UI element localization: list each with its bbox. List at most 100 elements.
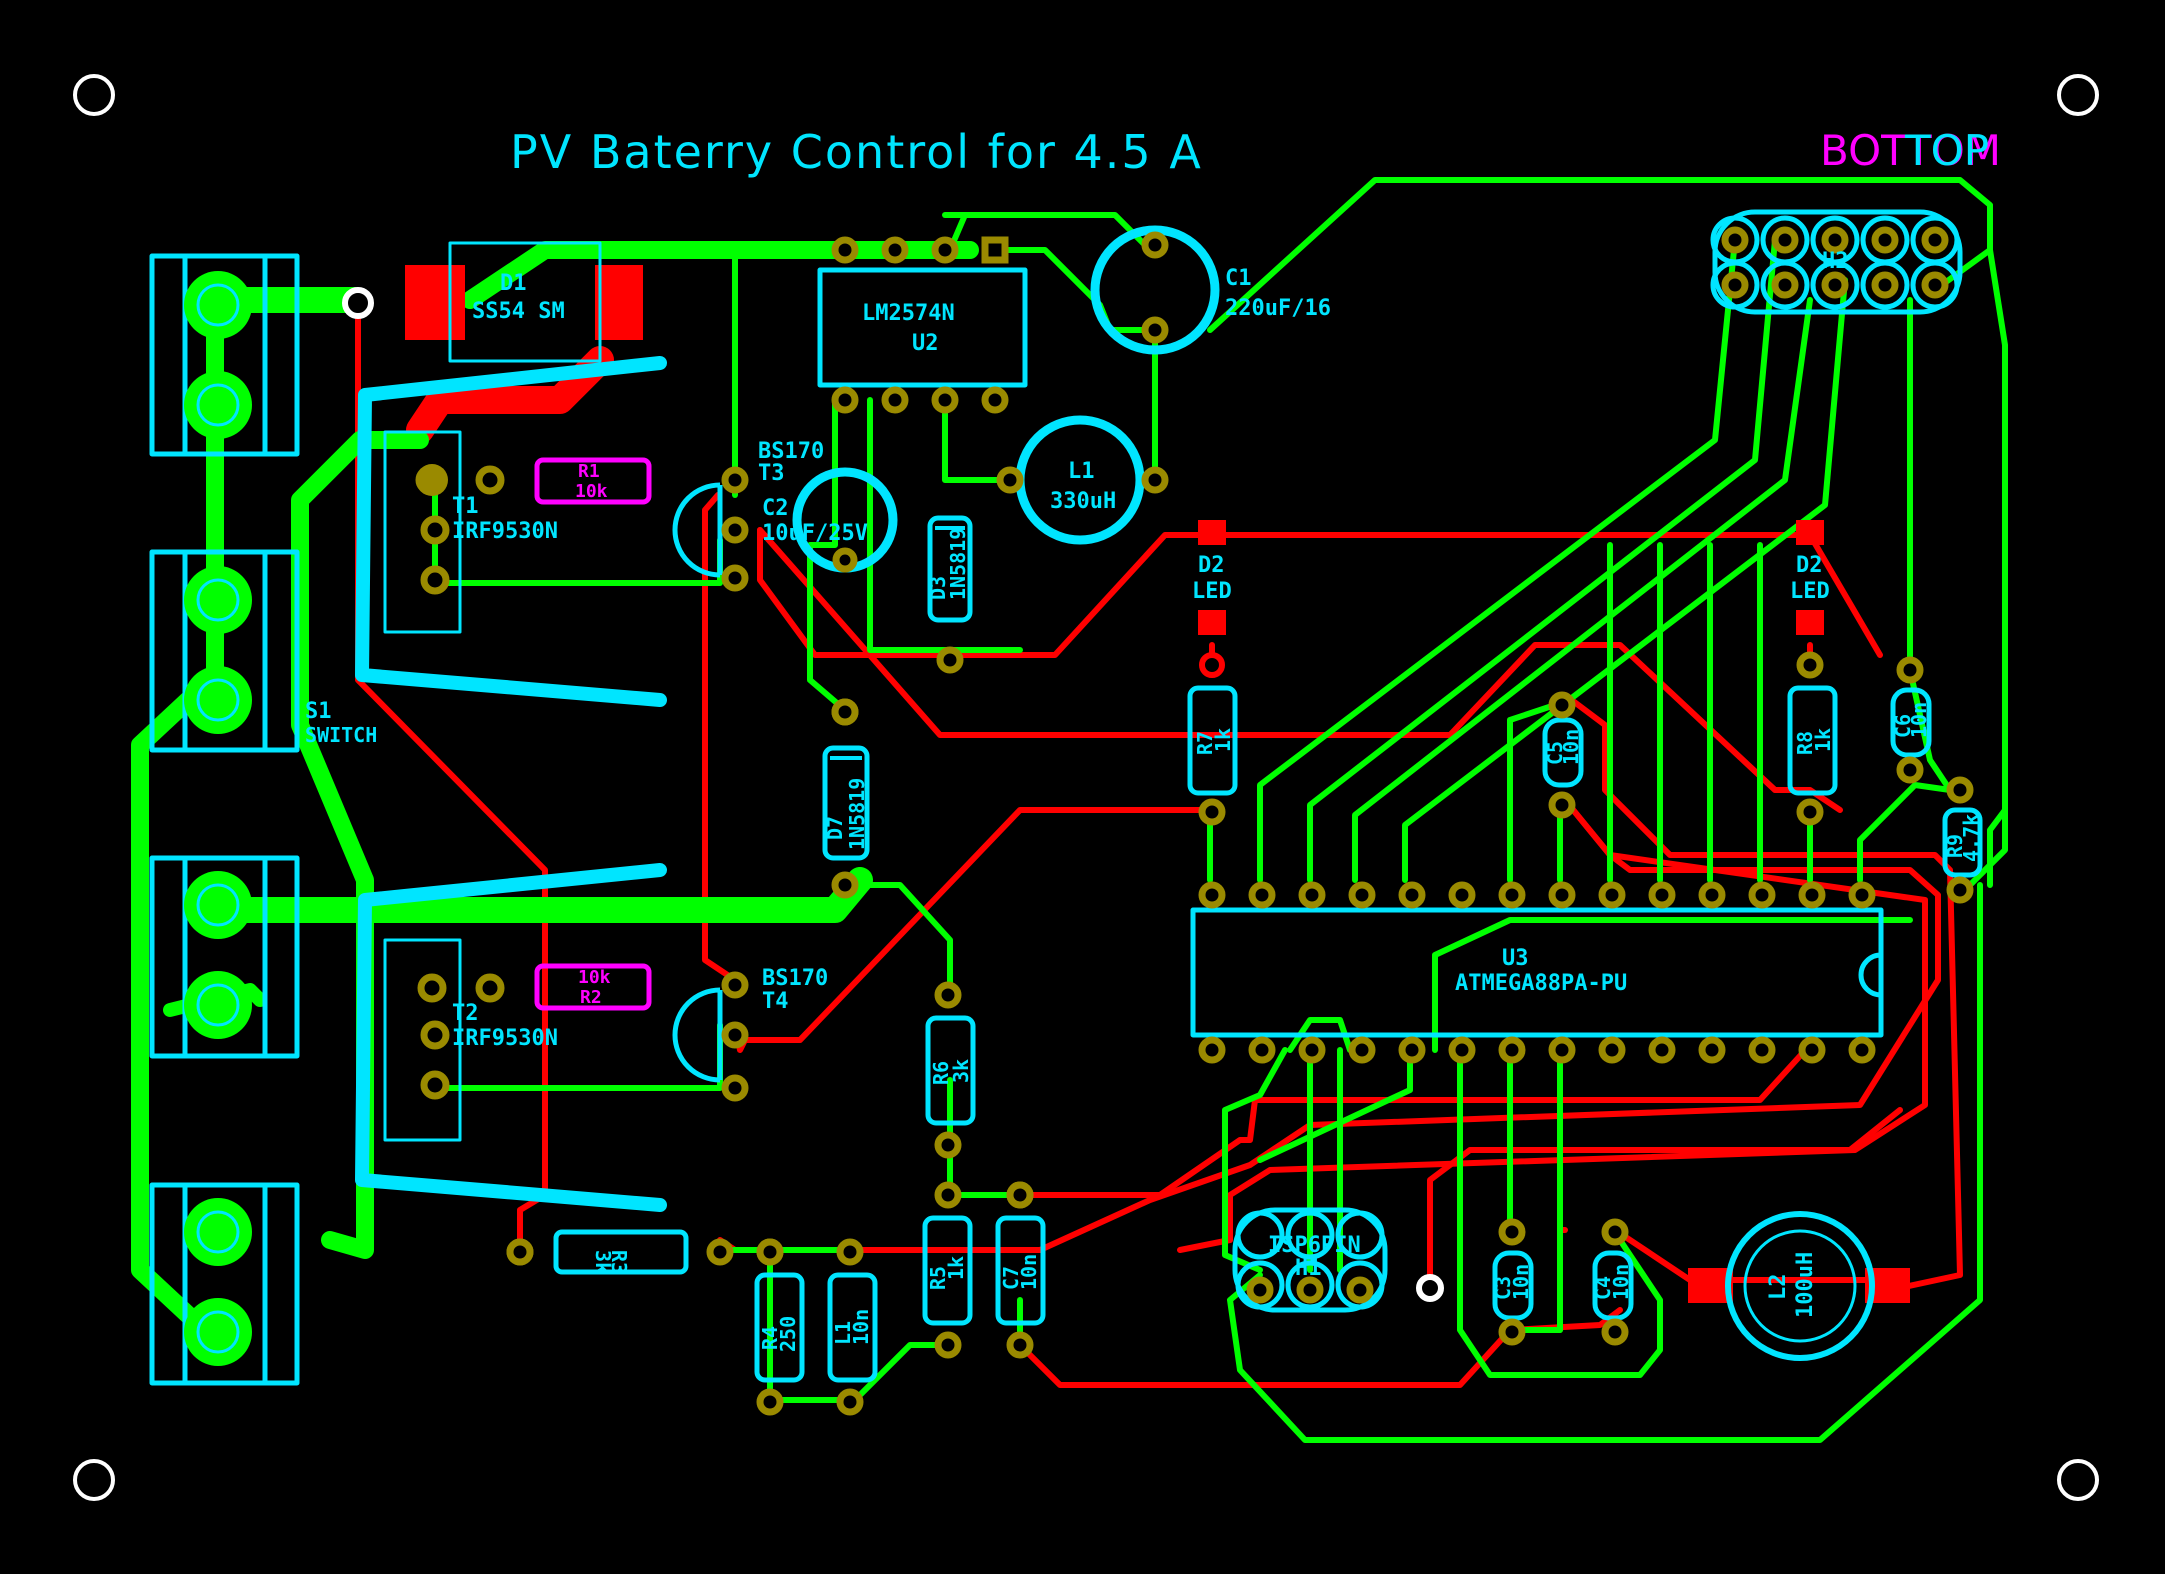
s1-ref: S1	[305, 699, 332, 724]
r1-value: 10k	[575, 481, 608, 502]
resistor-r3: R3 3k	[506, 1229, 734, 1275]
c7-ref: C7	[999, 1266, 1023, 1290]
mounting-hole-top-left	[73, 74, 115, 116]
resistor-r9: R9 4.7k	[1942, 776, 1983, 904]
c5-value: 10n	[1559, 729, 1583, 765]
h1-value: ISP6PIN	[1268, 1233, 1361, 1258]
r3-value: 3k	[591, 1250, 615, 1274]
terminal-block-4	[149, 1182, 300, 1386]
transistor-t3: BS170 T3	[672, 439, 824, 592]
led-d2-left: D2 LED	[1192, 520, 1232, 678]
microcontroller-u3: U3 ATMEGA88PA-PU	[1190, 881, 1884, 1064]
via-d1	[342, 287, 374, 319]
resistor-r7: R7 1k	[1187, 685, 1238, 826]
top-copper-traces	[131, 177, 2008, 1443]
c4-value: 10n	[1609, 1264, 1633, 1300]
capacitor-c5: C5 10n	[1542, 691, 1584, 819]
d2b-value: LED	[1790, 579, 1830, 604]
c7-value: 10n	[1017, 1254, 1041, 1290]
terminal-pads	[184, 271, 252, 1366]
diode-d7: D7 1N5819	[822, 698, 870, 899]
t4-ref: T4	[762, 989, 789, 1014]
c3-ref: C3	[1491, 1276, 1515, 1300]
mounting-hole-top-right	[2057, 74, 2099, 116]
h2-ref: H2	[1822, 249, 1849, 274]
d1-ref: D1	[500, 271, 527, 296]
t3-ref: T3	[758, 461, 785, 486]
mosfet-t2: T2 IRF9530N	[383, 938, 558, 1142]
capacitor-c2: C2 10uF/25V	[762, 467, 898, 573]
c6-ref: C6	[1891, 714, 1915, 738]
t1-ref: T1	[452, 494, 479, 519]
terminal-block-1	[149, 253, 300, 457]
d2a-ref: D2	[1198, 553, 1225, 578]
s1-value: SWITCH	[305, 723, 377, 747]
c2-value: 10uF/25V	[762, 521, 868, 546]
resistor-r5: R5 1k	[922, 1181, 973, 1359]
t3-value: BS170	[758, 439, 824, 464]
t2-ref: T2	[452, 1001, 479, 1026]
transistor-t4: BS170 T4	[672, 966, 828, 1102]
r2-value: 10k	[578, 967, 611, 988]
r7-value: 1k	[1211, 728, 1235, 752]
u2-value: LM2574N	[862, 301, 955, 326]
terminal-blocks	[149, 253, 300, 1386]
resistor-r4: R4 250	[754, 1238, 805, 1416]
capacitor-c6: C6 10n	[1890, 656, 1932, 784]
l1b-value: 10n	[849, 1309, 873, 1345]
led-d2-right: D2 LED	[1790, 520, 1830, 635]
inductor-l2: L2 100uH	[1688, 1211, 1910, 1361]
l2-value: 100uH	[1793, 1252, 1818, 1318]
d7-value: 1N5819	[845, 778, 869, 850]
header-h1-isp: ISP6PIN H1	[1232, 1207, 1444, 1313]
resistor-r1: R1 10k	[534, 457, 652, 505]
c1-ref: C1	[1225, 266, 1252, 291]
h1-ref: H1	[1295, 1256, 1322, 1281]
terminal-block-2	[149, 549, 300, 753]
t1-value: IRF9530N	[452, 519, 558, 544]
t2-value: IRF9530N	[452, 1026, 558, 1051]
c1-value: 220uF/16	[1225, 296, 1331, 321]
capacitor-c3: C3 10n	[1491, 1218, 1534, 1346]
c6-value: 10n	[1907, 702, 1931, 738]
regulator-u2: LM2574N U2	[817, 236, 1028, 414]
u3-ref: U3	[1502, 946, 1529, 971]
l1-value: 330uH	[1050, 489, 1116, 514]
layer-label-bottom: BOTTOM	[1820, 126, 2001, 175]
capacitor-c1: C1 220uF/16	[1090, 225, 1331, 355]
capacitor-c4: C4 10n	[1591, 1218, 1634, 1346]
d3-value: 1N5819	[946, 528, 970, 600]
mounting-holes	[73, 74, 2099, 1501]
l2-ref: L2	[1766, 1274, 1791, 1301]
resistor-r8: R8 1k	[1787, 651, 1838, 826]
r3-ref: R3	[607, 1250, 631, 1274]
u2-ref: U2	[912, 331, 939, 356]
d7-ref: D7	[823, 816, 847, 840]
r5-value: 1k	[944, 1256, 968, 1280]
c3-value: 10n	[1509, 1264, 1533, 1300]
header-h2: H2	[1710, 209, 1963, 315]
r1-ref: R1	[578, 461, 600, 482]
r8-ref: R8	[1793, 731, 1817, 755]
inductor-l1-small: L1 10n	[827, 1238, 878, 1416]
heatsink-outlines	[355, 356, 667, 1212]
misc-pads	[506, 698, 1034, 1266]
r5-ref: R5	[926, 1266, 950, 1290]
c5-ref: C5	[1543, 741, 1567, 765]
diode-d3: D3 1N5819	[926, 515, 973, 674]
r4-value: 250	[776, 1316, 800, 1352]
d1-value: SS54 SM	[472, 299, 565, 324]
mounting-hole-bottom-left	[73, 1459, 115, 1501]
inductor-l1: L1 330uH	[996, 415, 1169, 545]
board-title: PV Baterry Control for 4.5 A	[510, 125, 1203, 179]
l1-ref: L1	[1068, 459, 1095, 484]
c2-ref: C2	[762, 496, 789, 521]
mounting-hole-bottom-right	[2057, 1459, 2099, 1501]
mosfet-t1: T1 IRF9530N	[383, 430, 558, 634]
terminal-block-3	[149, 855, 300, 1059]
t4-value: BS170	[762, 966, 828, 991]
d2b-ref: D2	[1796, 553, 1823, 578]
r7-ref: R7	[1193, 731, 1217, 755]
r4-ref: R4	[758, 1326, 782, 1350]
